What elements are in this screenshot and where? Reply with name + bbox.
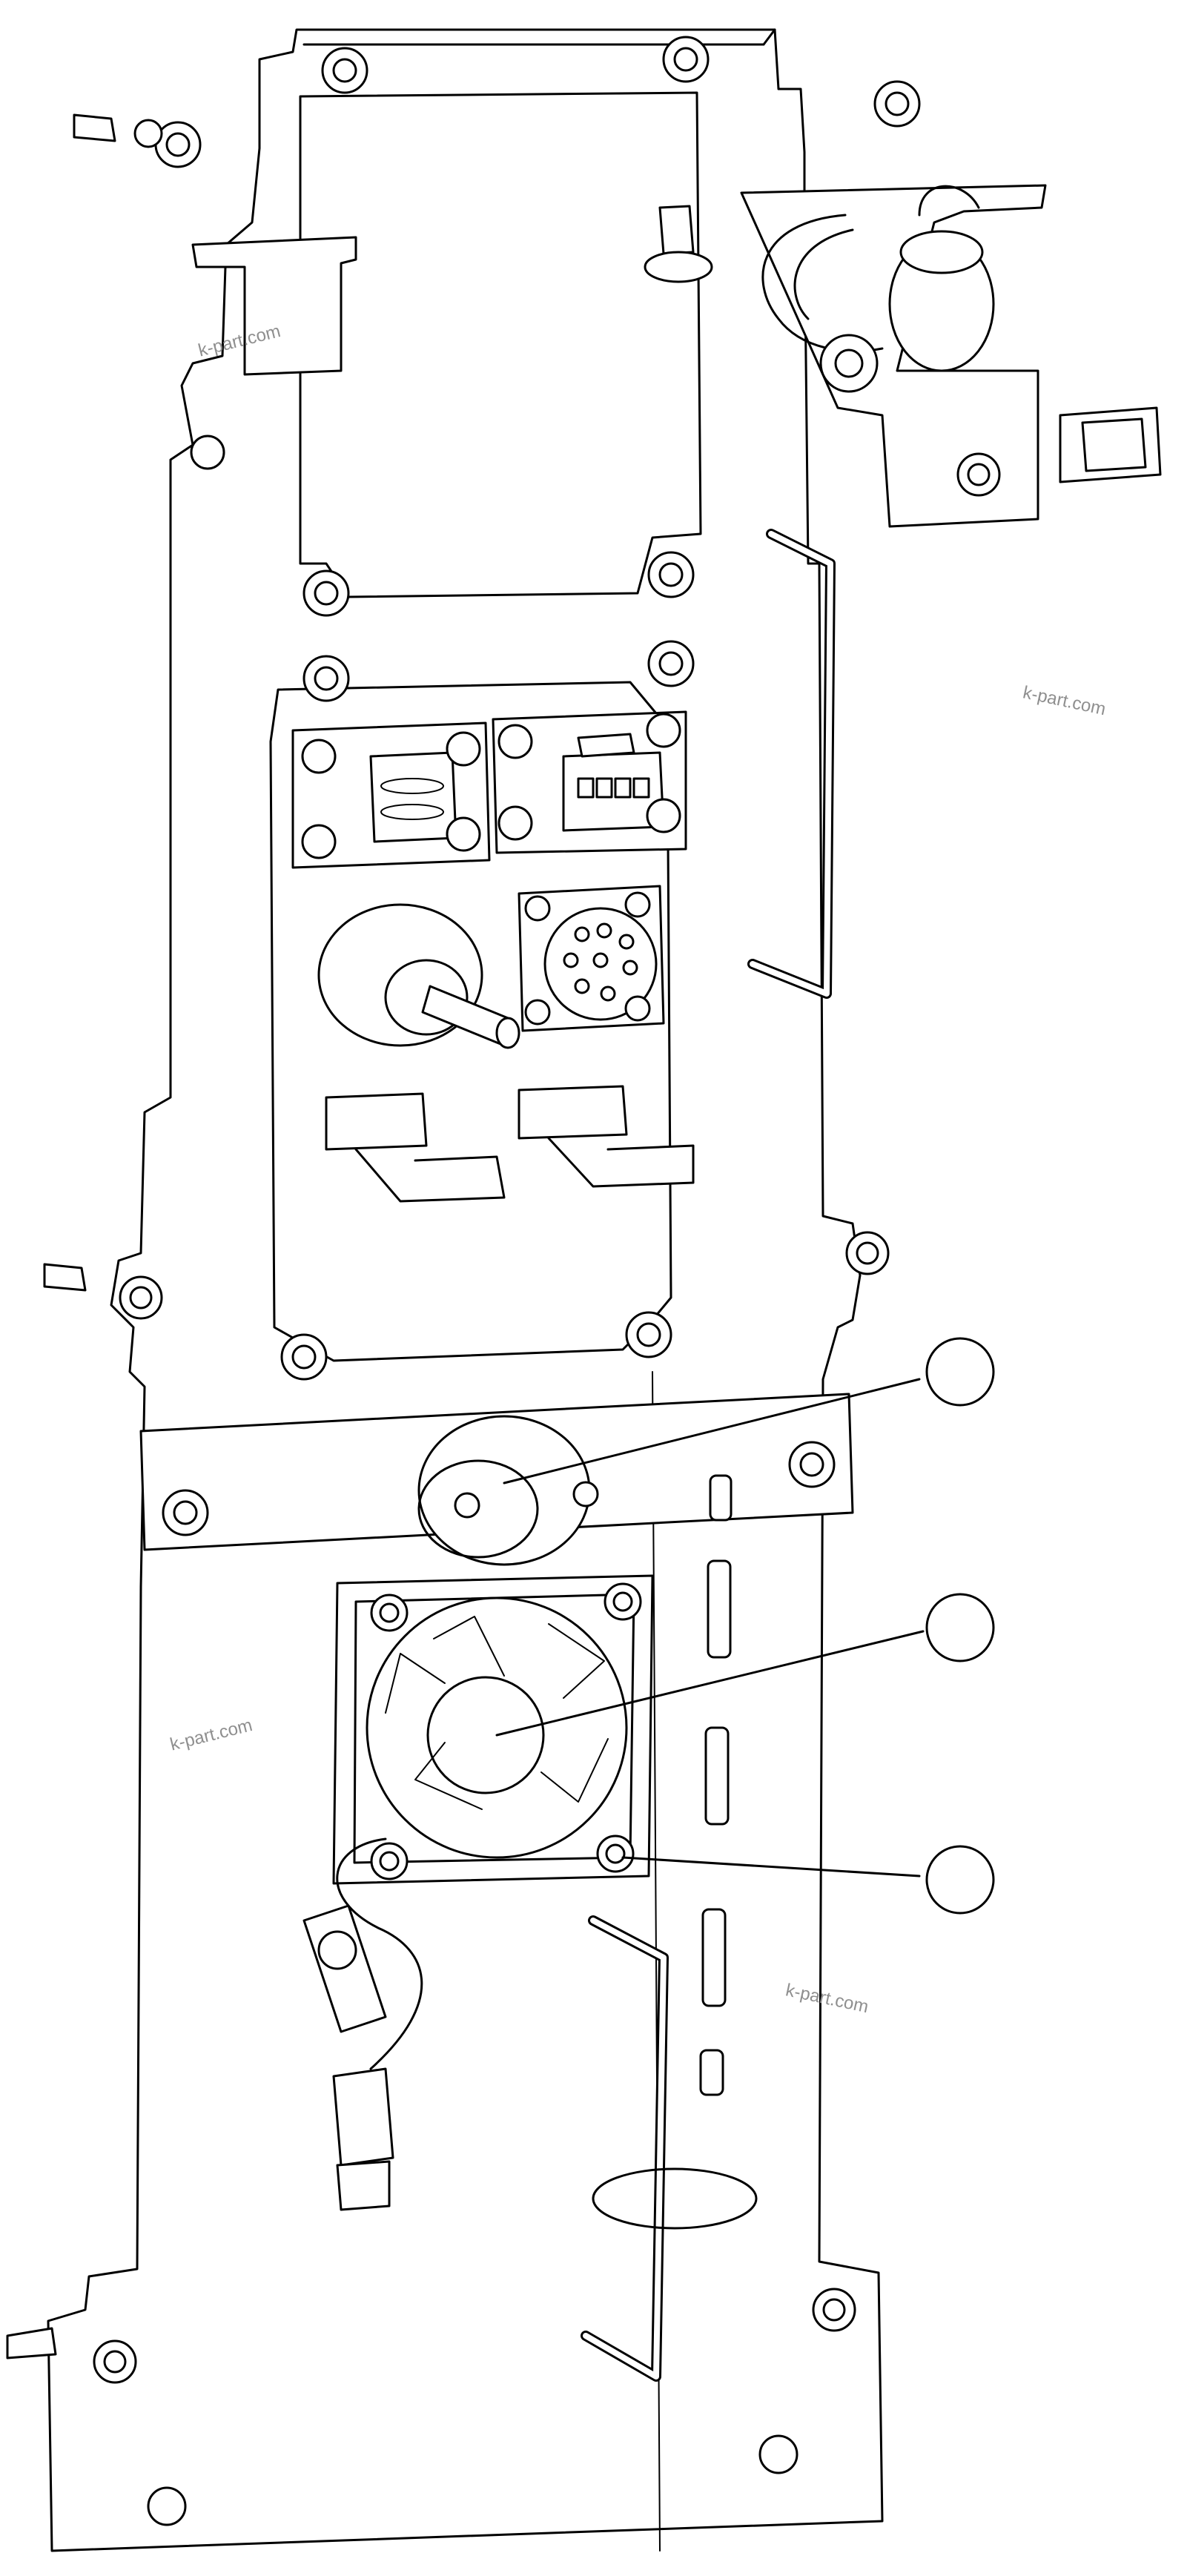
callout-circle-3 [925, 1845, 995, 1915]
callout-number-3 [927, 1846, 993, 1913]
panel-bolts [280, 551, 695, 1381]
resistor-column [699, 1474, 733, 2096]
relay-bracket [740, 184, 1047, 528]
callout-number-1 [927, 1338, 993, 1405]
connector-left-pins [380, 778, 444, 820]
callout-circle-2 [925, 1593, 995, 1662]
cylinder-component [417, 1415, 591, 1566]
callout-circles [925, 1337, 995, 1915]
leader-lines [495, 1378, 925, 1877]
fan-blades [385, 1616, 609, 1810]
top-cutout [299, 91, 702, 598]
terminal-top [658, 205, 695, 255]
left-tab-bottom [6, 2327, 57, 2359]
small-bracket-right [518, 1085, 628, 1140]
fan-connector [332, 2067, 394, 2167]
side-bolts [93, 119, 890, 2526]
fan-cable [336, 1837, 423, 2070]
top-bolts [154, 36, 921, 470]
cable-tie [592, 2167, 758, 2230]
left-tab-mid [43, 1263, 87, 1292]
small-bracket-left [325, 1092, 428, 1151]
relay-connector [1059, 406, 1162, 483]
callout-circle-1 [925, 1337, 995, 1407]
left-tab-top [73, 113, 116, 142]
connector-right-pins [577, 777, 650, 799]
fan-screws [370, 1582, 642, 1880]
callout-number-2 [927, 1594, 993, 1661]
bracket-top-left [191, 236, 357, 376]
round-connector-pins [563, 922, 638, 1002]
